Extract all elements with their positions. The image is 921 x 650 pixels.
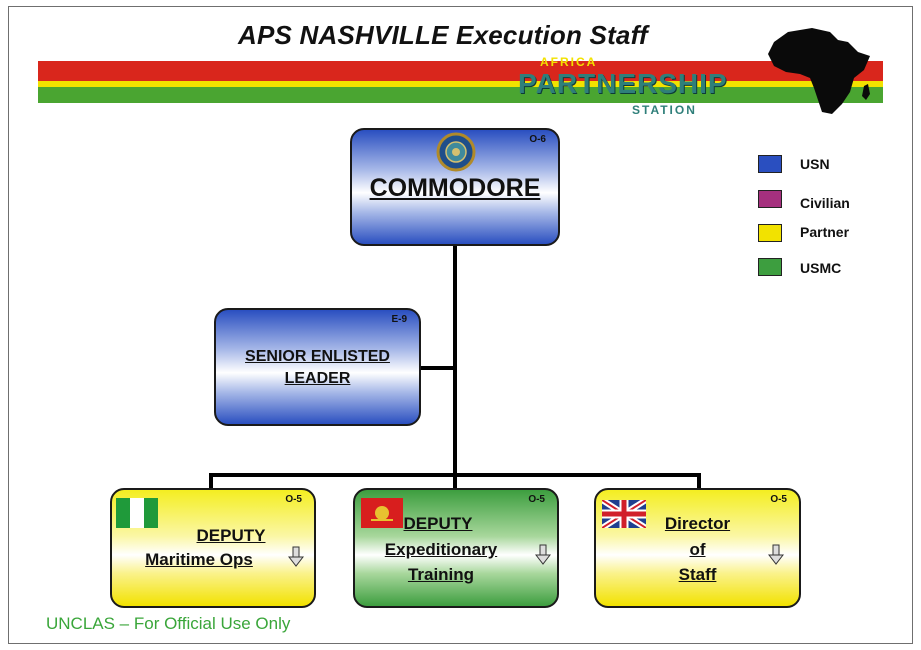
grade-badge: O-5 bbox=[285, 494, 302, 505]
header-band-green bbox=[38, 87, 883, 103]
deputy-maritime-ops-box: O-5 DEPUTY Maritime Ops bbox=[110, 488, 316, 608]
logo-station-text: STATION bbox=[632, 103, 697, 117]
legend-label-usn: USN bbox=[800, 156, 830, 172]
legend-swatch-civilian bbox=[758, 190, 782, 208]
legend-swatch-usn bbox=[758, 155, 782, 173]
legend-swatch-partner bbox=[758, 224, 782, 242]
deputy-expeditionary-label-line2: Expeditionary bbox=[384, 540, 498, 559]
expand-down-arrow-icon[interactable] bbox=[288, 546, 304, 568]
header-band-yellow bbox=[38, 81, 883, 87]
sel-label-line2: LEADER bbox=[284, 370, 351, 387]
deputy-expeditionary-training-box: O-5 DEPUTY Expeditionary Training bbox=[353, 488, 559, 608]
header-band-red bbox=[38, 61, 883, 81]
grade-badge: O-5 bbox=[770, 494, 787, 505]
sel-label-line1: SENIOR ENLISTED bbox=[245, 348, 390, 365]
deputy-maritime-label-line2: Maritime Ops bbox=[145, 550, 253, 569]
legend-label-usmc: USMC bbox=[800, 260, 842, 276]
classification-footer: UNCLAS – For Official Use Only bbox=[46, 614, 291, 633]
commodore-label: COMMODORE bbox=[369, 174, 541, 202]
slide-title: APS NASHVILLE Execution Staff bbox=[238, 20, 648, 50]
director-label-line3: Staff bbox=[678, 565, 717, 584]
grade-badge: E-9 bbox=[391, 314, 407, 325]
seal-icon bbox=[436, 132, 476, 172]
uk-flag-icon bbox=[602, 500, 646, 528]
logo-partnership-text: PARTNERSHIP bbox=[518, 68, 728, 99]
nigeria-flag-icon bbox=[116, 498, 158, 528]
expand-down-arrow-icon[interactable] bbox=[768, 544, 784, 566]
africa-map-icon bbox=[768, 28, 870, 114]
deputy-expeditionary-label-line3: Training bbox=[407, 565, 475, 584]
senior-enlisted-leader-box: E-9 SENIOR ENLISTED LEADER bbox=[214, 308, 421, 426]
director-label-line1: Director bbox=[664, 514, 731, 533]
legend-label-civilian: Civilian bbox=[800, 195, 850, 211]
logo-africa-text: AFRICA bbox=[540, 55, 598, 69]
deputy-maritime-label-line1: DEPUTY bbox=[196, 526, 266, 545]
grade-badge: O-5 bbox=[528, 494, 545, 505]
marine-flag-icon bbox=[361, 498, 403, 528]
director-label-line2: of bbox=[689, 540, 706, 559]
legend-swatch-usmc bbox=[758, 258, 782, 276]
expand-down-arrow-icon[interactable] bbox=[535, 544, 551, 566]
director-of-staff-box: O-5 Director of Staff bbox=[594, 488, 801, 608]
legend-label-partner: Partner bbox=[800, 224, 850, 240]
grade-badge: O-6 bbox=[529, 134, 546, 145]
commodore-box: O-6 COMMODORE bbox=[350, 128, 560, 246]
deputy-expeditionary-label-line1: DEPUTY bbox=[403, 514, 473, 533]
